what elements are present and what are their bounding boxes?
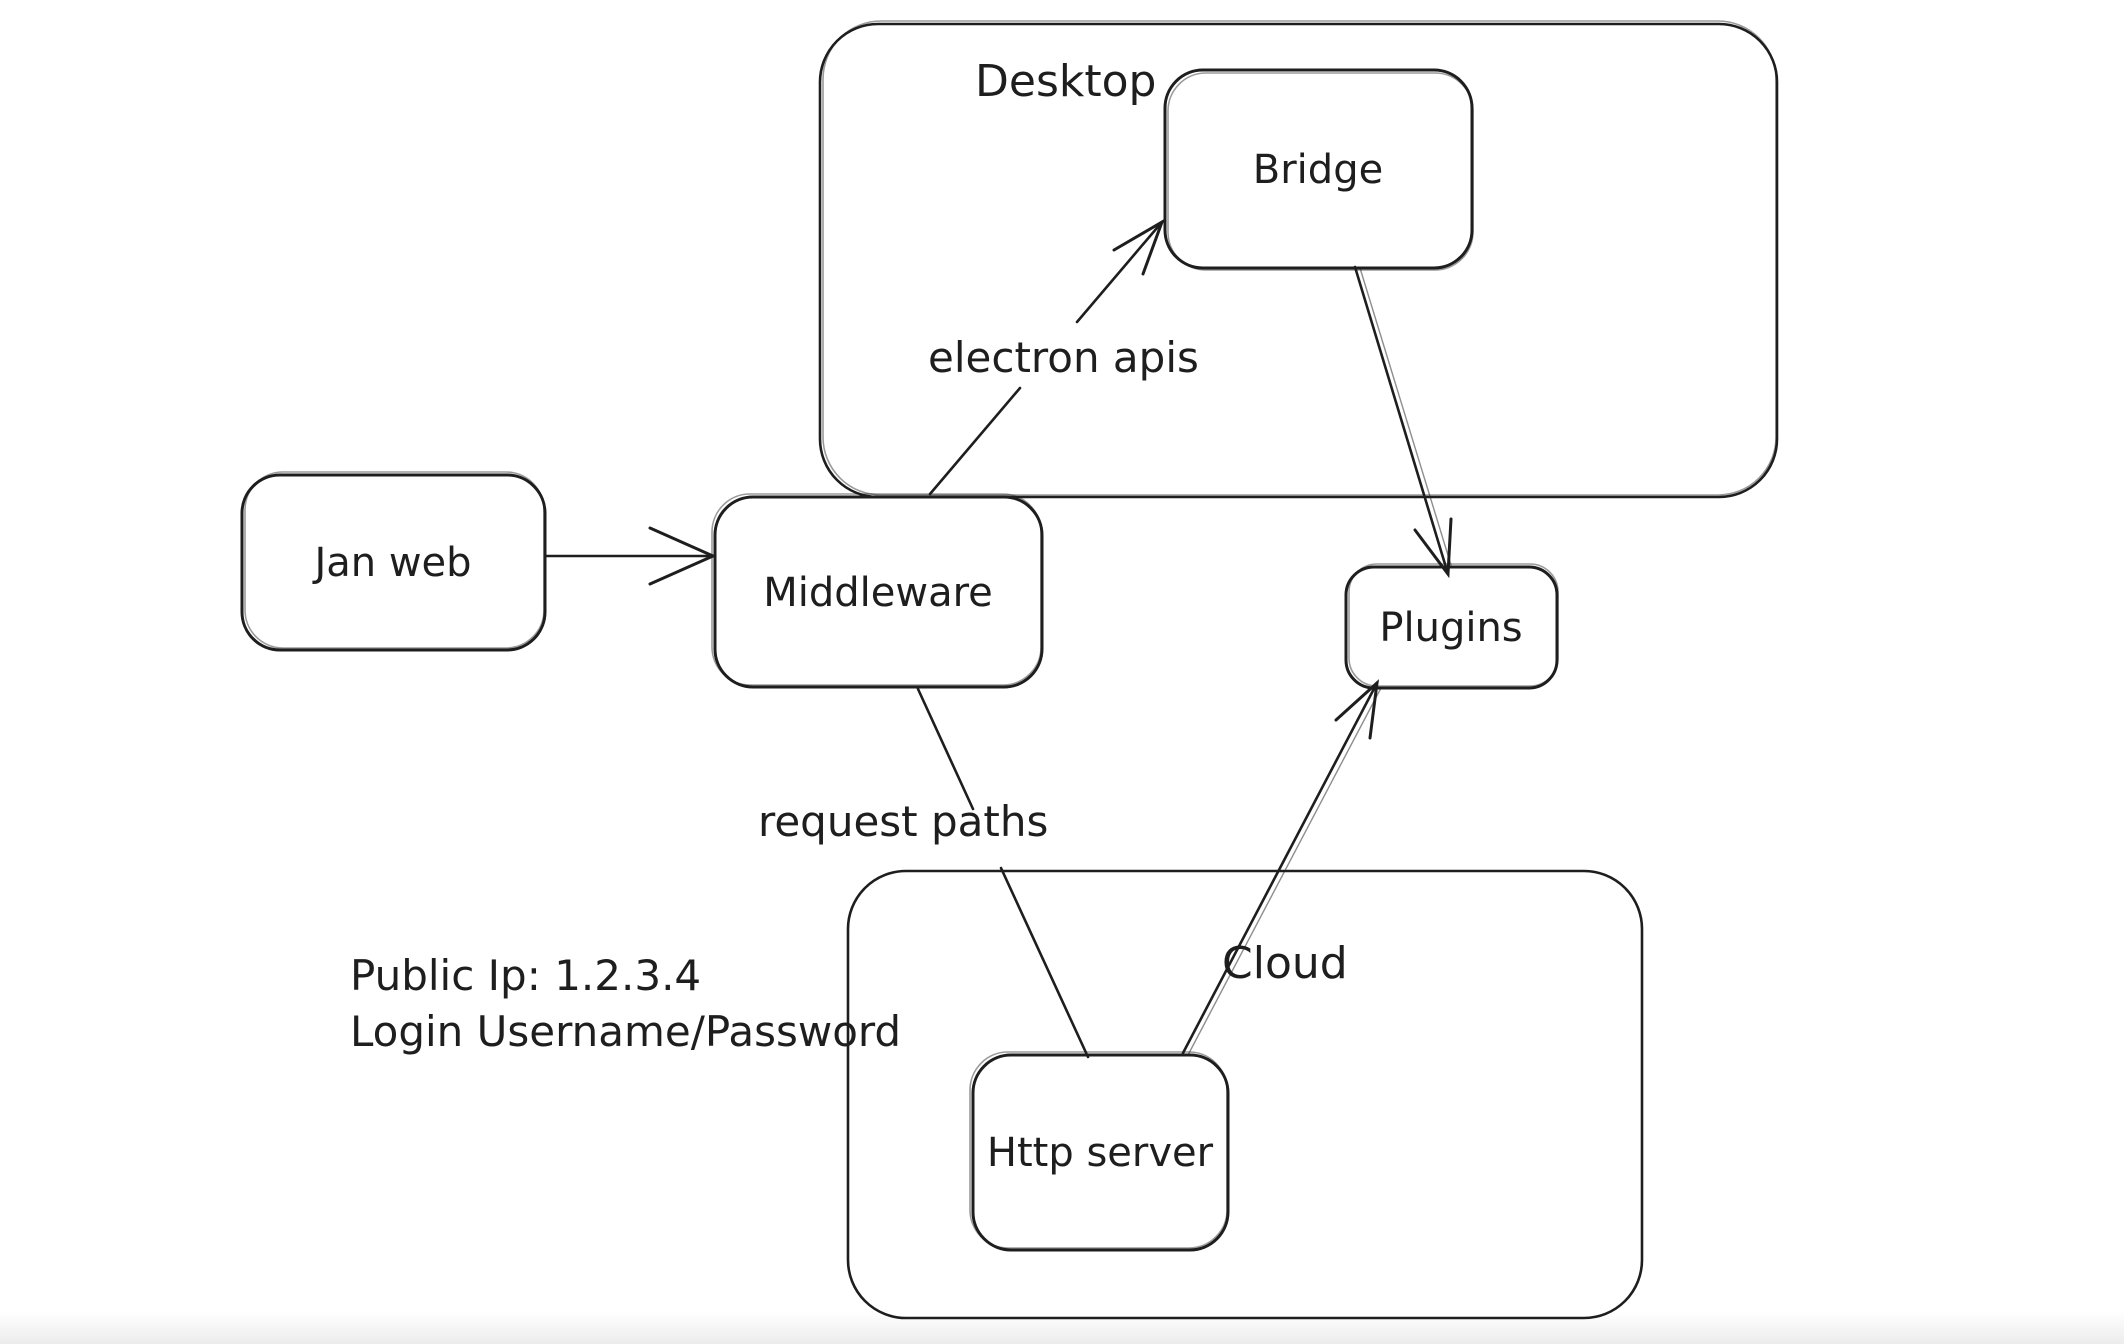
node-jan-web-label: Jan web: [311, 540, 471, 586]
arrow-bridge-to-plugins[interactable]: [1353, 265, 1453, 579]
node-http-server[interactable]: Http server: [969, 1051, 1230, 1252]
arrow-janweb-to-middleware[interactable]: [543, 526, 717, 586]
edge-label-request-paths: request paths: [758, 797, 1048, 846]
arrow-httpserver-to-plugins[interactable]: [1181, 679, 1382, 1056]
cloud-container-label: Cloud: [1222, 938, 1348, 989]
node-http-server-label: Http server: [987, 1130, 1214, 1176]
arrowhead: [1413, 517, 1453, 579]
node-middleware-label: Middleware: [763, 570, 993, 616]
arrow-middleware-to-bridge[interactable]: electron apis: [928, 218, 1199, 496]
node-jan-web[interactable]: Jan web: [240, 471, 547, 652]
node-middleware[interactable]: Middleware: [711, 493, 1044, 689]
public-ip-text: Public Ip: 1.2.3.4: [350, 951, 701, 1000]
node-bridge[interactable]: Bridge: [1163, 68, 1474, 271]
node-bridge-label: Bridge: [1253, 147, 1383, 193]
arrowhead: [1112, 218, 1165, 276]
desktop-container-label: Desktop: [975, 56, 1156, 107]
arrowhead: [648, 526, 717, 586]
arrow-middleware-to-httpserver[interactable]: request paths: [758, 687, 1090, 1059]
node-plugins-label: Plugins: [1379, 605, 1522, 651]
cloud-container[interactable]: Cloud: [846, 869, 1644, 1320]
arrowhead: [1334, 679, 1379, 740]
edge-label-electron-apis: electron apis: [928, 333, 1199, 382]
credentials-note[interactable]: Public Ip: 1.2.3.4 Login Username/Passwo…: [350, 951, 901, 1056]
login-credentials-text: Login Username/Password: [350, 1007, 901, 1056]
node-plugins[interactable]: Plugins: [1344, 563, 1559, 690]
